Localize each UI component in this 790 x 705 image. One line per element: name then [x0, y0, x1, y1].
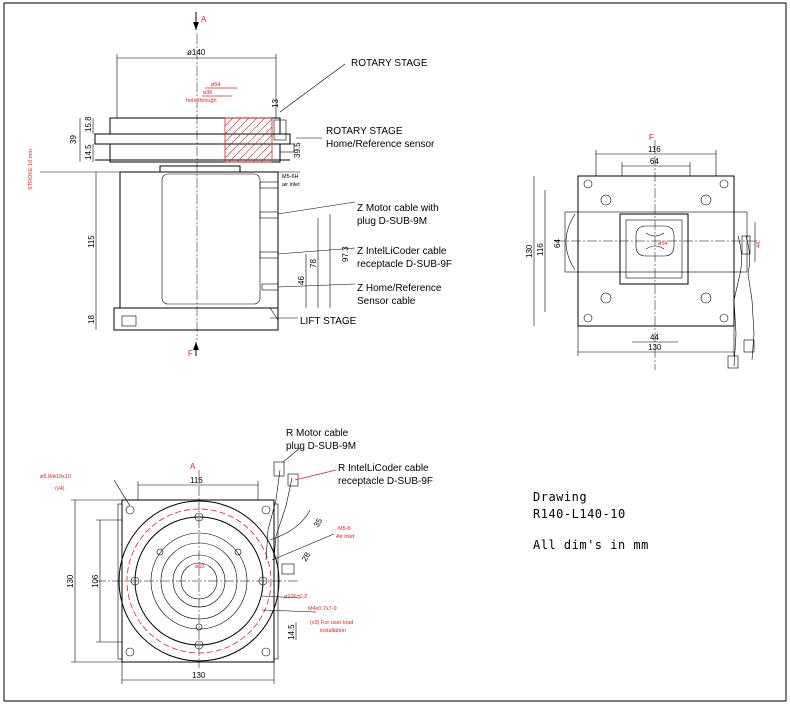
dim-f-w116: 116: [648, 145, 661, 154]
section-marker-f-right: F: [649, 133, 654, 142]
callout-z-motor-2: plug D-SUB-9M: [357, 216, 427, 227]
dim-hole-through: hole through: [186, 98, 217, 104]
dim-h18: 18: [87, 315, 96, 324]
corner-hole: [125, 505, 135, 515]
callout-z-intel-2: receptacle D-SUB-9F: [357, 259, 452, 270]
bolt-hole: [195, 623, 203, 631]
dim-d36: ø36: [203, 90, 212, 96]
dim-d54: ø54: [211, 82, 220, 88]
drawing-frame: [3, 2, 787, 702]
label-thread: M4x0.7x7-9: [308, 606, 337, 612]
callout-z-home-1: Z Home/Reference: [357, 283, 442, 294]
dim-plan-h14-5: 14.5: [287, 624, 296, 640]
callout-r-intel-1: R IntelLiCoder cable: [338, 463, 429, 474]
dim-plan-h130: 130: [66, 574, 75, 588]
note-units: All dim's in mm: [533, 538, 649, 552]
dim-h13: 13: [271, 99, 280, 108]
dim-f-h130: 130: [525, 244, 534, 258]
dim-h46: 46: [297, 276, 306, 285]
bolt-hole: [156, 548, 164, 556]
mount-hole: [700, 194, 712, 206]
callout-rotary-sensor-2: Home/Reference sensor: [326, 139, 435, 150]
corner-hole: [261, 647, 271, 657]
dim-h39-5: 39.5: [293, 142, 302, 158]
view-f: F 116 64 ø54 130 116: [525, 133, 762, 370]
dim-h115: 115: [87, 235, 96, 248]
corner-hole: [125, 647, 135, 657]
label-m5-6: M5-6: [338, 526, 351, 532]
dim-plan-a35: 35: [312, 516, 325, 529]
dim-h15-8: 15.8: [84, 116, 93, 132]
label-thread-note-1: (x3) For user load: [310, 620, 353, 626]
section-marker-a: A: [201, 15, 207, 24]
mount-hole: [719, 179, 729, 189]
label-pcd: ø106±0.2: [284, 594, 307, 600]
label-air-inlet-plan: Air inlet: [336, 534, 355, 540]
dim-f-w64: 64: [650, 157, 659, 166]
dim-f-w44: 44: [650, 333, 659, 342]
mount-hole: [719, 313, 729, 323]
dim-h78: 78: [309, 259, 318, 268]
callout-r-intel-2: receptacle D-SUB-9F: [338, 476, 433, 487]
mount-hole: [583, 313, 593, 323]
section-marker-a-plan: A: [190, 462, 196, 471]
plan-view: A 116 ø62 130: [66, 447, 337, 684]
section-marker-f-side: F: [188, 349, 193, 358]
dim-h97-3: 97.3: [341, 246, 350, 262]
callout-z-intel-1: Z IntelLiCoder cable: [357, 246, 447, 257]
callout-z-motor-1: Z Motor cable with: [357, 203, 439, 214]
label-m5-6h: M5-6H: [282, 174, 299, 180]
label-air-inlet-side: air inlet: [282, 182, 300, 188]
dim-h39: 39: [69, 135, 78, 144]
label-hole-spec: ø5.8/ø10x10: [40, 474, 71, 480]
dim-h14-5: 14.5: [84, 144, 93, 160]
callout-z-home-2: Sensor cable: [357, 296, 416, 307]
note-part-number: R140-L140-10: [533, 507, 626, 521]
dim-f-h64: 64: [553, 239, 562, 248]
dim-f-h116: 116: [536, 243, 545, 256]
dim-f-bore: ø54: [658, 241, 667, 247]
dim-plan-w116: 116: [190, 476, 203, 485]
label-hole-qty: (x4): [55, 486, 65, 492]
mount-hole: [583, 179, 593, 189]
bolt-hole: [130, 576, 140, 586]
dim-f-w130: 130: [648, 343, 662, 352]
corner-hole: [261, 505, 271, 515]
callout-lift-stage: LIFT STAGE: [300, 316, 357, 327]
dim-plan-center: ø62: [195, 564, 204, 570]
callout-rotary-stage: ROTARY STAGE: [351, 58, 428, 69]
callout-r-motor-2: plug D-SUB-9M: [286, 441, 356, 452]
section-arrow-icon: [193, 342, 199, 350]
dim-plan-w130: 130: [192, 671, 206, 680]
bolt-hole: [258, 576, 268, 586]
dim-f-h44: 44: [756, 242, 762, 248]
bolt-hole: [234, 548, 242, 556]
dim-d140: ø140: [187, 48, 206, 57]
mount-hole: [600, 292, 612, 304]
mount-hole: [600, 194, 612, 206]
side-view: A ø140 ø54 ø36 hole through: [28, 12, 356, 358]
dim-stroke: STROKE 10 mm: [28, 149, 34, 190]
callout-r-motor-1: R Motor cable: [286, 428, 349, 439]
dim-plan-a28: 28: [300, 550, 313, 563]
dim-plan-h106: 106: [91, 574, 100, 588]
bolt-hole: [194, 512, 204, 522]
label-thread-note-2: installation: [320, 628, 346, 634]
note-drawing: Drawing: [533, 490, 587, 504]
callout-rotary-sensor-1: ROTARY STAGE: [326, 126, 403, 137]
section-arrow-icon: [193, 22, 199, 30]
mount-hole: [700, 292, 712, 304]
bolt-hole: [194, 640, 204, 650]
